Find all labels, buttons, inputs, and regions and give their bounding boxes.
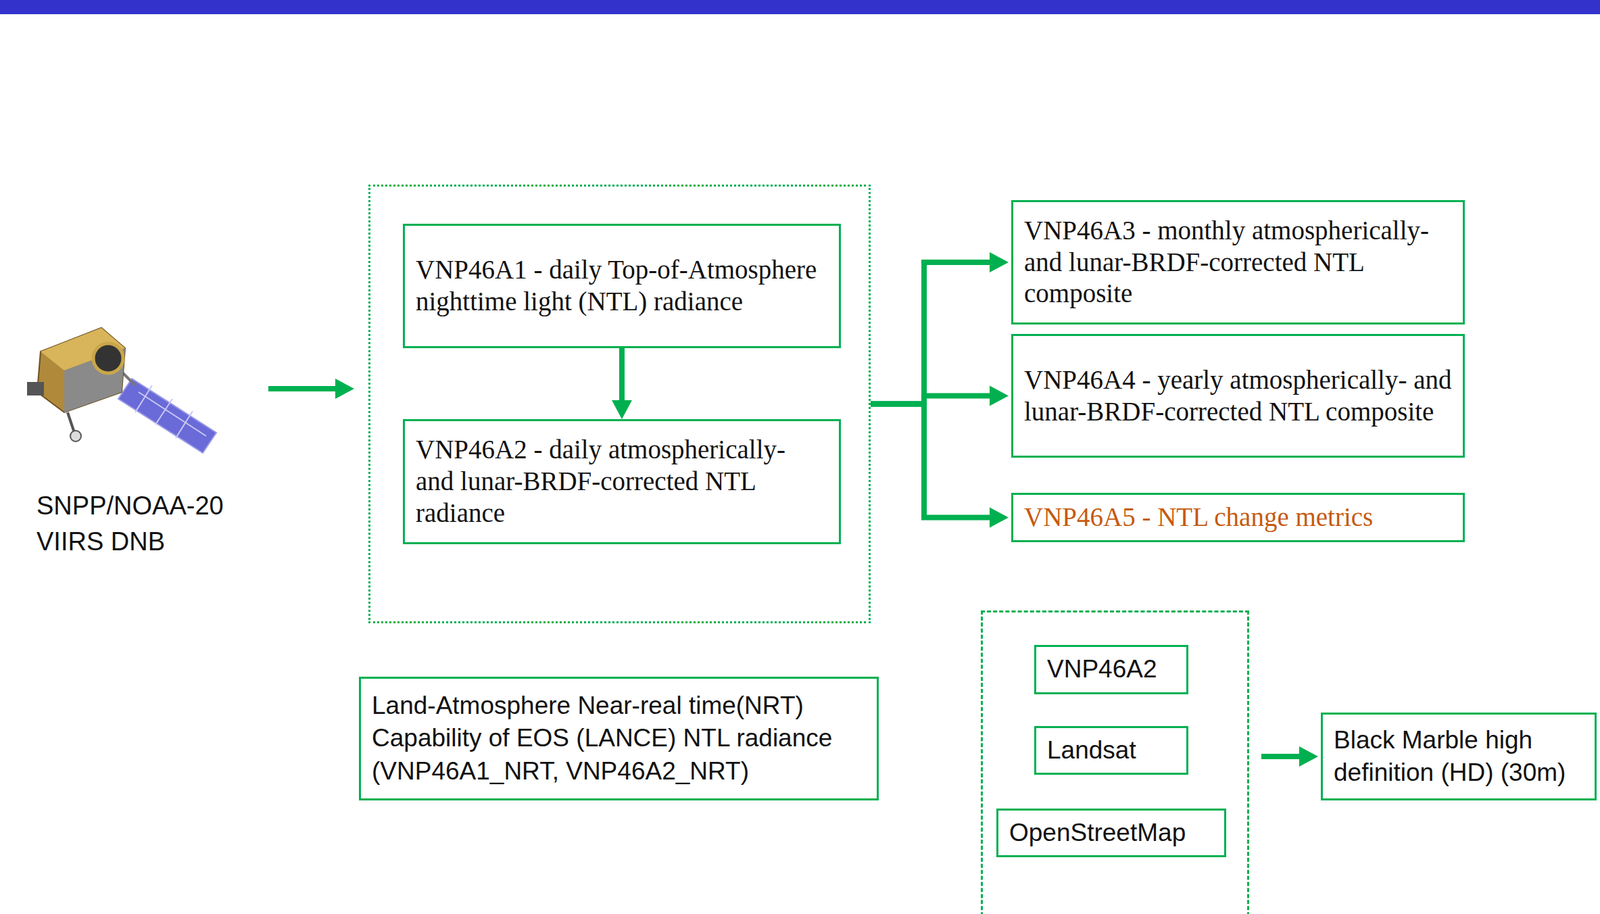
node-text: VNP46A3 - monthly atmospherically- and l… bbox=[1024, 214, 1452, 310]
sensor-label: SNPP/NOAA-20 VIIRS DNB bbox=[36, 488, 253, 560]
satellite-illustration bbox=[27, 327, 217, 453]
flow-arrow bbox=[1261, 746, 1319, 767]
flow-arrow bbox=[611, 348, 633, 420]
node-text: VNP46A2 bbox=[1047, 652, 1176, 686]
input-box: OpenStreetMap bbox=[996, 808, 1227, 858]
process-box: VNP46A2 - daily atmospherically- and lun… bbox=[402, 419, 841, 545]
input-arrow bbox=[268, 378, 355, 399]
input-box: Landsat bbox=[1034, 725, 1189, 775]
input-group-frame: VNP46A2LandsatOpenStreetMap bbox=[980, 610, 1250, 914]
nrt-box: Land-Atmosphere Near-real time(NRT) Capa… bbox=[358, 676, 879, 801]
product-box: VNP46A5 - NTL change metrics bbox=[1011, 492, 1465, 543]
output-box: Black Marble high definition (HD) (30m) bbox=[1320, 712, 1597, 801]
top-bar bbox=[0, 0, 1600, 15]
process-box: VNP46A1 - daily Top-of-Atmosphere nightt… bbox=[402, 223, 841, 349]
flow-arrow bbox=[870, 404, 1009, 528]
node-text: VNP46A1 - daily Top-of-Atmosphere nightt… bbox=[415, 254, 829, 318]
node-text: VNP46A4 - yearly atmospherically- and lu… bbox=[1024, 364, 1452, 428]
product-box: VNP46A3 - monthly atmospherically- and l… bbox=[1011, 200, 1465, 325]
node-text: VNP46A2 - daily atmospherically- and lun… bbox=[415, 433, 829, 529]
flow-arrow bbox=[870, 252, 1009, 405]
node-text: Land-Atmosphere Near-real time(NRT) Capa… bbox=[371, 689, 866, 787]
node-text: VNP46A5 - NTL change metrics bbox=[1024, 501, 1452, 534]
node-text: Black Marble high definition (HD) (30m) bbox=[1333, 723, 1584, 789]
input-box: VNP46A2 bbox=[1034, 644, 1189, 695]
product-box: VNP46A4 - yearly atmospherically- and lu… bbox=[1011, 333, 1465, 458]
node-text: Landsat bbox=[1047, 734, 1176, 767]
node-text: OpenStreetMap bbox=[1009, 816, 1214, 850]
group-frame: VNP46A1 - daily Top-of-Atmosphere nightt… bbox=[368, 184, 871, 624]
